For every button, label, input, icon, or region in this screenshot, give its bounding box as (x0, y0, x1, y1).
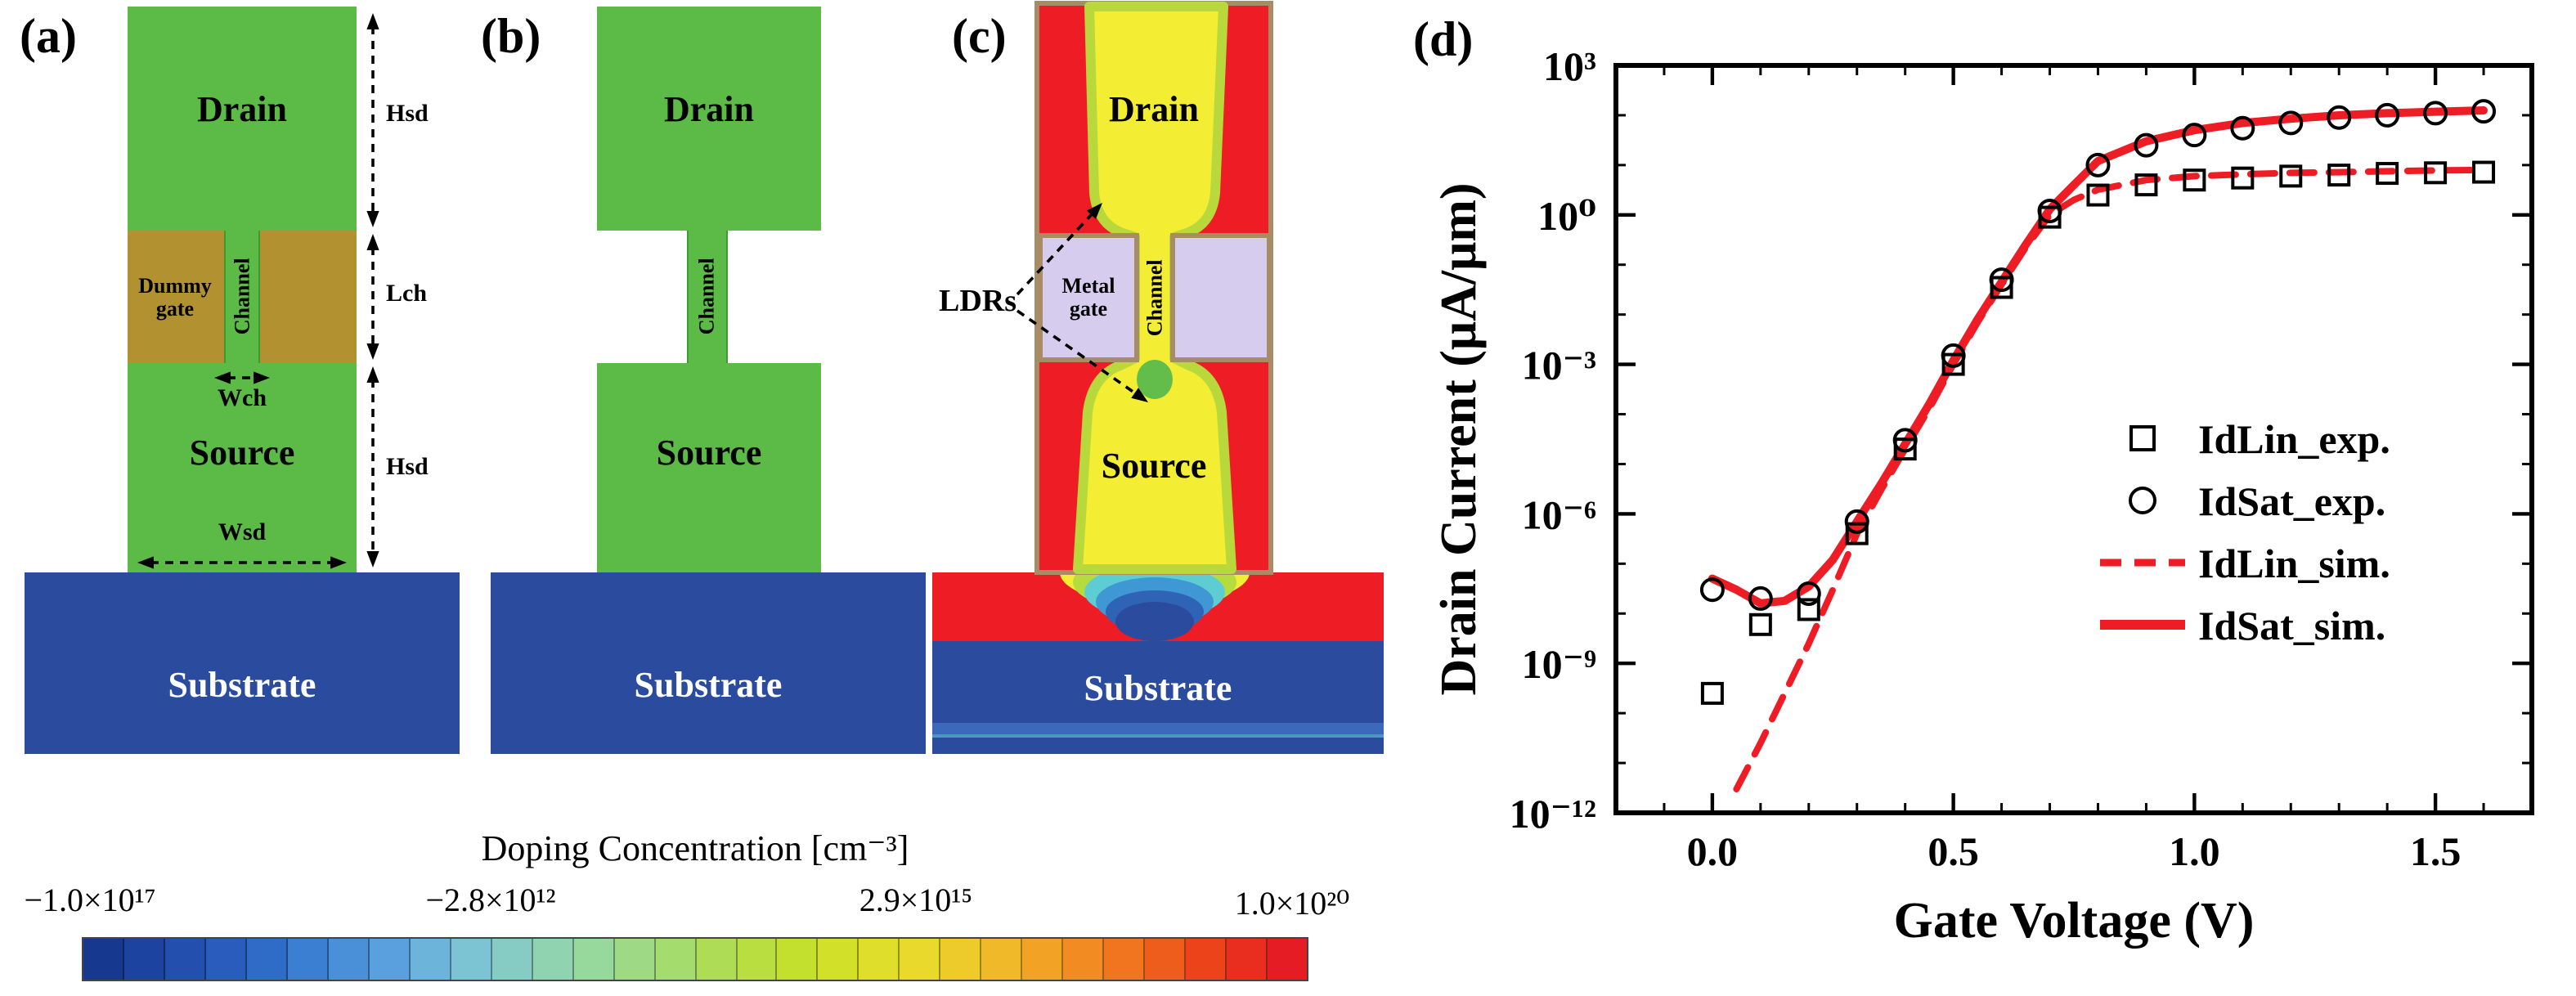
panel-a-label: (a) (20, 10, 77, 64)
panel-b-source-label: Source (656, 432, 762, 473)
colorbar-segment (164, 939, 206, 980)
panel-a-wsd-label: Wsd (218, 520, 267, 546)
colorbar-segment (451, 939, 492, 980)
colorbar-segment (614, 939, 656, 980)
colorbar-ticks: −1.0×10¹⁷ −2.8×10¹² 2.9×10¹⁵ 1.0×10²⁰ (0, 883, 1349, 926)
svg-text:1.0: 1.0 (2169, 828, 2220, 874)
colorbar-segment (1104, 939, 1146, 980)
colorbar-segment (655, 939, 697, 980)
colorbar-segment (205, 939, 247, 980)
colorbar-segment (246, 939, 288, 980)
panel-d-label: (d) (1413, 13, 1474, 67)
panel-b-drain-label: Drain (664, 88, 754, 129)
colorbar-segment (1186, 939, 1227, 980)
panel-b-substrate (491, 572, 926, 754)
colorbar-gradient (82, 937, 1308, 981)
svg-text:10⁰: 10⁰ (1537, 193, 1596, 239)
series-IdSat_exp- (1699, 99, 2497, 611)
series-IdSat_sim- (1708, 106, 2488, 608)
svg-text:Drain Current (μA/μm): Drain Current (μA/μm) (1431, 182, 1487, 695)
colorbar-segment (491, 939, 533, 980)
colorbar-segment (1145, 939, 1187, 980)
svg-text:10⁻⁹: 10⁻⁹ (1522, 641, 1596, 687)
svg-text:10⁻³: 10⁻³ (1522, 343, 1596, 388)
panel-a-lch-label: Lch (386, 281, 428, 307)
colorbar-segment (328, 939, 370, 980)
svg-text:IdLin_sim.: IdLin_sim. (2198, 541, 2390, 586)
colorbar-segment (696, 939, 737, 980)
panel-a-dummy-gate-label: Dummy gate (138, 272, 212, 321)
colorbar-tick-2: −2.8×10¹² (425, 883, 556, 919)
svg-text:10⁻⁶: 10⁻⁶ (1522, 491, 1596, 537)
svg-text:10⁻¹²: 10⁻¹² (1510, 791, 1596, 837)
colorbar-segment (369, 939, 411, 980)
colorbar-segment (900, 939, 941, 980)
panel-b-label: (b) (481, 10, 541, 64)
colorbar-segment (1227, 939, 1268, 980)
panel-c-substrate-label: Substrate (1084, 667, 1232, 708)
panel-b-channel-strip (687, 231, 728, 363)
colorbar-segment (287, 939, 329, 980)
colorbar-segment (83, 939, 124, 980)
svg-text:Gate Voltage (V): Gate Voltage (V) (1894, 893, 2255, 949)
colorbar-segment (737, 939, 778, 980)
series-IdLin_exp- (1700, 160, 2496, 705)
panel-a-substrate-label: Substrate (168, 664, 316, 705)
colorbar-segment (410, 939, 451, 980)
colorbar-segment (532, 939, 574, 980)
svg-text:IdLin_exp.: IdLin_exp. (2198, 416, 2390, 462)
panel-b-source-block (597, 363, 821, 572)
svg-text:0.5: 0.5 (1928, 828, 1979, 874)
svg-text:0.0: 0.0 (1687, 828, 1739, 874)
colorbar-segment (818, 939, 859, 980)
colorbar-tick-4: 1.0×10²⁰ (1234, 886, 1350, 922)
colorbar-title: Doping Concentration [cm⁻³] (481, 828, 909, 868)
panel-a-channel-strip (224, 231, 260, 363)
panel-a-hsd-top-label: Hsd (386, 101, 429, 128)
colorbar-segment (1268, 939, 1308, 980)
chart-axes: 0.0 0.5 1.0 1.5 10³ 10⁰ 10⁻³ 10⁻⁶ 10⁻⁹ 10⁻¹² Gate … (1431, 43, 2534, 949)
colorbar-segment (1063, 939, 1105, 980)
colorbar-segment (573, 939, 615, 980)
panel-c-ldrs-label: LDRs (939, 285, 1017, 319)
svg-text:10³: 10³ (1543, 43, 1596, 89)
colorbar-tick-1: −1.0×10¹⁷ (24, 883, 156, 919)
svg-text:1.5: 1.5 (2410, 828, 2462, 874)
panel-a-hsd-bottom-label: Hsd (386, 455, 429, 481)
panel-c-label: (c) (952, 10, 1007, 64)
panel-a-drain-label: Drain (197, 88, 287, 129)
colorbar-segment (1022, 939, 1064, 980)
panel-c-source-label: Source (1101, 445, 1207, 486)
panel-a-wch-label: Wch (218, 386, 267, 412)
svg-text:IdSat_exp.: IdSat_exp. (2198, 478, 2385, 524)
colorbar-segment (777, 939, 819, 980)
colorbar-segment (940, 939, 982, 980)
colorbar-segment (859, 939, 900, 980)
panel-b-substrate-label: Substrate (634, 664, 783, 705)
svg-text:IdSat_sim.: IdSat_sim. (2198, 603, 2385, 648)
colorbar-segment (123, 939, 165, 980)
panel-b-drain-block (597, 7, 821, 231)
colorbar-segment (981, 939, 1023, 980)
chart-legend: IdLin_exp. IdSat_exp. IdLin_sim. IdSat_sim. (2100, 416, 2390, 648)
panel-a-source-label: Source (189, 432, 295, 473)
panel-c-drain-label: Drain (1109, 88, 1199, 129)
panel-a-substrate (25, 572, 460, 754)
colorbar-tick-3: 2.9×10¹⁵ (859, 883, 973, 919)
